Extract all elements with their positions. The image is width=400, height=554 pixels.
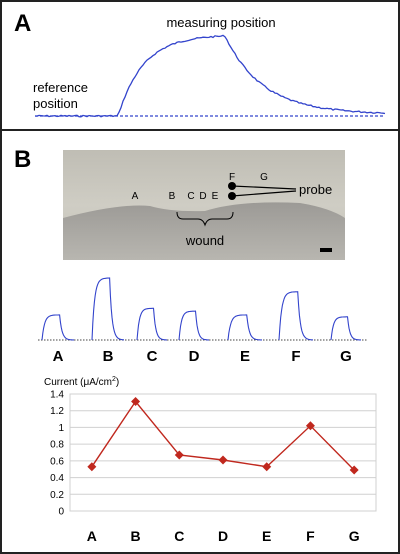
chart-ytick-label: 0.8 <box>50 440 64 451</box>
current-traces: A B C D E F G <box>38 277 368 365</box>
current-trace-e <box>227 314 262 341</box>
wound-bracket <box>176 211 234 227</box>
reference-position-label-line2: position <box>33 96 78 111</box>
wound-label: wound <box>185 233 224 248</box>
chart-ytick-label: 1 <box>58 423 64 434</box>
chart-plot-area <box>69 393 377 512</box>
movement-trace-line <box>34 34 386 118</box>
wound-micrograph: A B C D E F G probe wound <box>63 150 345 260</box>
site-label-g: G <box>260 172 268 183</box>
probe-line-upper <box>231 185 297 190</box>
chart-ylabel: Current (μA/cm2) <box>44 376 119 388</box>
trace-label-b: B <box>103 348 114 365</box>
site-label-a: A <box>132 191 139 202</box>
chart-xtick-label: D <box>218 528 228 544</box>
site-label-d: D <box>199 191 206 202</box>
trace-label-d: D <box>189 348 200 365</box>
chart-xtick-label: G <box>349 528 360 544</box>
tissue-section <box>63 202 345 260</box>
chart-ytick-label: 0.4 <box>50 473 64 484</box>
current-trace-d <box>178 310 209 341</box>
chart-ytick-label: 1.2 <box>50 406 64 417</box>
chart-point-f <box>305 421 315 431</box>
chart-ytick-label: 1.4 <box>50 390 64 401</box>
chart-xtick-label: A <box>87 528 97 544</box>
chart-xtick-label: F <box>306 528 315 544</box>
current-trace-c <box>136 307 167 341</box>
trace-label-c: C <box>147 348 158 365</box>
site-label-c: C <box>187 191 194 202</box>
chart-ytick-label: 0 <box>58 507 64 518</box>
chart-point-b <box>131 397 141 407</box>
panel-a-letter: A <box>14 10 32 37</box>
panel-divider <box>0 129 400 131</box>
chart-ytick-label: 0.6 <box>50 456 64 467</box>
chart-point-a <box>87 462 97 472</box>
chart-point-g <box>349 465 359 475</box>
site-label-f: F <box>229 172 235 183</box>
current-trace-g <box>330 316 361 341</box>
chart-xtick-label: C <box>174 528 184 544</box>
chart-point-e <box>262 462 272 472</box>
site-label-e: E <box>212 191 219 202</box>
panel-b-letter: B <box>14 146 32 173</box>
trace-label-g: G <box>340 348 352 365</box>
chart-point-d <box>218 455 228 465</box>
chart-xtick-label: B <box>131 528 141 544</box>
current-trace-b <box>91 277 124 341</box>
measuring-position-label: measuring position <box>166 15 275 30</box>
chart-ytick-label: 0.2 <box>50 490 64 501</box>
current-trace-a <box>41 314 74 341</box>
trace-label-f: F <box>291 348 300 365</box>
scale-bar <box>320 248 332 252</box>
current-trace-f <box>278 291 314 341</box>
trace-label-e: E <box>240 348 250 365</box>
probe-label: probe <box>299 182 332 197</box>
site-label-b: B <box>169 191 176 202</box>
reference-position-label-line1: reference <box>33 80 88 95</box>
trace-label-a: A <box>53 348 64 365</box>
current-chart: Current (μA/cm2) 0 0.2 0.4 0.6 0.8 1 1.2 1.4A B C… <box>44 376 377 544</box>
chart-point-c <box>174 450 184 460</box>
panel-a-trace-plot: measuring position reference position <box>33 15 386 118</box>
chart-xtick-label: E <box>262 528 271 544</box>
probe-line-lower <box>231 190 297 197</box>
